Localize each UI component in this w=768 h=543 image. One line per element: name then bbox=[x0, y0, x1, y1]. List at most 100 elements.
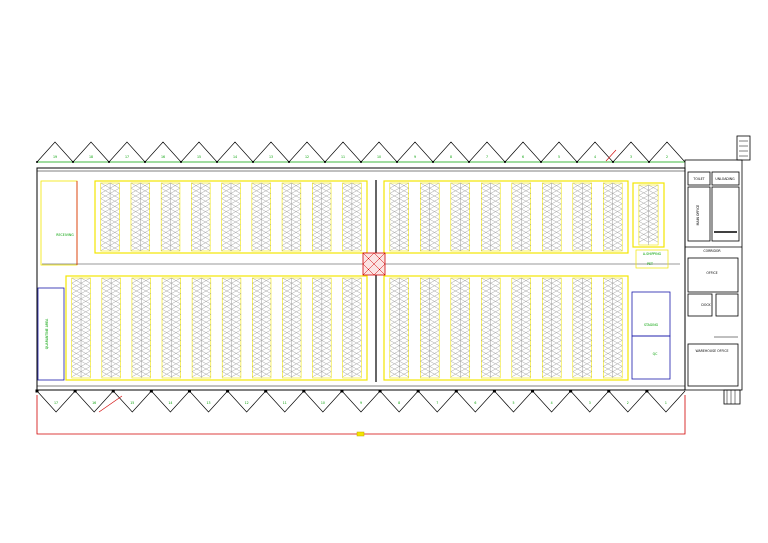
top-gable-label: 18 bbox=[89, 155, 93, 159]
quarantine-zone: QUARANTINE AREA bbox=[37, 287, 65, 381]
top-gable-label: 15 bbox=[197, 155, 201, 159]
rack-row bbox=[541, 182, 562, 252]
office-main: MAIN OFFICE bbox=[696, 205, 700, 226]
staging-zone: STAGING QC bbox=[631, 291, 671, 380]
top-gable-label: 13 bbox=[269, 155, 273, 159]
office-warehouse: WAREHOUSE OFFICE bbox=[695, 349, 728, 353]
rack-row bbox=[389, 182, 410, 252]
top-gable-label: 14 bbox=[233, 155, 237, 159]
rack-row bbox=[389, 277, 410, 379]
office-dock: DOCK bbox=[701, 303, 711, 307]
top-gable-label: 8 bbox=[450, 155, 452, 159]
office-block bbox=[684, 135, 751, 405]
rack-row bbox=[572, 182, 593, 252]
rack-row bbox=[511, 277, 532, 379]
bottom-gable-label: 9 bbox=[360, 401, 362, 405]
top-roof-line bbox=[36, 141, 686, 163]
top-gable-label: 2 bbox=[666, 155, 668, 159]
staging-label: STAGING bbox=[644, 323, 659, 327]
shipping-zone: A-SHIPPING PET bbox=[635, 249, 669, 269]
rack-row bbox=[602, 182, 623, 252]
rack-row bbox=[161, 277, 181, 379]
rack-row bbox=[221, 182, 241, 252]
top-gable-label: 7 bbox=[486, 155, 488, 159]
gate-marker bbox=[356, 431, 365, 437]
center-column-marker bbox=[362, 252, 386, 276]
rack-row bbox=[281, 182, 302, 252]
bottom-gable-label: 15 bbox=[130, 401, 134, 405]
service-line-top bbox=[605, 149, 617, 162]
qc-label: QC bbox=[653, 352, 659, 356]
pet-label: PET bbox=[647, 262, 653, 266]
rack-row bbox=[252, 277, 272, 379]
rack-row bbox=[160, 182, 181, 252]
top-gable-label: 5 bbox=[558, 155, 560, 159]
receiving-zone: RECEIVING bbox=[40, 180, 78, 266]
bottom-gable-label: 14 bbox=[168, 401, 172, 405]
top-gable-label: 12 bbox=[305, 155, 309, 159]
top-gable-label: 4 bbox=[594, 155, 596, 159]
rack-row bbox=[131, 277, 151, 379]
bottom-gable-label: 11 bbox=[283, 401, 287, 405]
top-gables: 19 18 17 16 15 14 13 12 11 10 9 8 7 6 5 4 3 2 bbox=[36, 141, 686, 163]
bottom-gable-label: 6 bbox=[474, 401, 476, 405]
top-gable-label: 10 bbox=[377, 155, 381, 159]
rack-row bbox=[311, 182, 332, 252]
rack-block bbox=[94, 180, 368, 254]
rack-block bbox=[383, 275, 629, 381]
rack-row bbox=[450, 277, 471, 379]
quarantine-label: QUARANTINE AREA bbox=[45, 318, 49, 349]
office-corridor: CORRIDOR bbox=[703, 249, 721, 253]
rack-row bbox=[282, 277, 302, 379]
rack-block bbox=[65, 275, 368, 381]
rack-block bbox=[383, 180, 629, 254]
rack-row bbox=[221, 277, 242, 379]
bottom-gable-label: 3 bbox=[589, 401, 591, 405]
rack-row bbox=[312, 277, 332, 379]
bottom-gable-label: 8 bbox=[398, 401, 400, 405]
bottom-gable-label: 16 bbox=[92, 401, 96, 405]
rack-row bbox=[191, 277, 212, 379]
bottom-gable-label: 1 bbox=[665, 401, 667, 405]
rack-row bbox=[511, 182, 532, 252]
service-line-bottom bbox=[98, 395, 123, 413]
rack-row bbox=[541, 277, 562, 379]
bottom-gable-label: 4 bbox=[551, 401, 553, 405]
rack-row bbox=[638, 184, 659, 246]
top-gable-label: 6 bbox=[522, 155, 524, 159]
top-gable-label: 17 bbox=[125, 155, 129, 159]
rack-row bbox=[191, 182, 211, 252]
office-toilet: TOILET bbox=[692, 177, 704, 181]
bottom-gable-label: 2 bbox=[627, 401, 629, 405]
top-gable-label: 9 bbox=[414, 155, 416, 159]
rack-row bbox=[419, 277, 440, 379]
rack-row bbox=[480, 182, 501, 252]
rack-row bbox=[71, 277, 91, 379]
rack-row bbox=[419, 182, 440, 252]
rack-row bbox=[480, 277, 501, 379]
top-gable-label: 3 bbox=[630, 155, 632, 159]
rack-block bbox=[632, 182, 665, 248]
shipping-label: A-SHIPPING bbox=[643, 252, 662, 256]
bottom-gable-label: 13 bbox=[206, 401, 210, 405]
rack-row bbox=[342, 182, 362, 252]
bottom-gable-label: 12 bbox=[245, 401, 249, 405]
rack-row bbox=[100, 182, 120, 252]
rack-row bbox=[602, 277, 623, 379]
office-unloading: UNLOADING bbox=[715, 177, 735, 181]
top-gable-label: 11 bbox=[341, 155, 345, 159]
top-gable-label: 16 bbox=[161, 155, 165, 159]
rack-row bbox=[101, 277, 121, 379]
office-mid: OFFICE bbox=[706, 271, 717, 275]
bottom-gable-label: 5 bbox=[512, 401, 514, 405]
top-gable-label: 19 bbox=[53, 155, 57, 159]
office-labels: TOILET UNLOADING MAIN OFFICE CORRIDOR OF… bbox=[692, 177, 735, 353]
rack-row bbox=[342, 277, 362, 379]
bottom-gable-label: 10 bbox=[321, 401, 325, 405]
bottom-roof-line bbox=[36, 390, 686, 413]
bottom-gable-label: 17 bbox=[54, 401, 58, 405]
rack-row bbox=[130, 182, 151, 252]
rack-row bbox=[251, 182, 271, 252]
